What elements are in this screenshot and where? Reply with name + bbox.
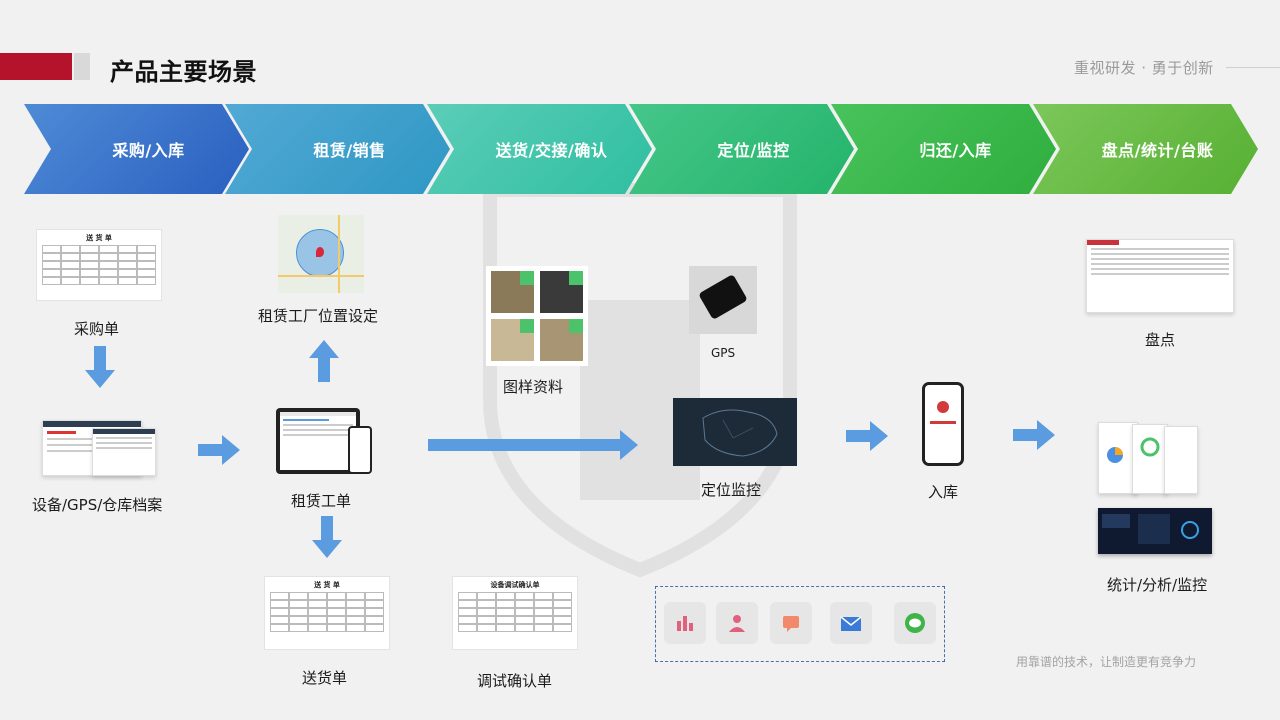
location-monitoring-label: 定位监控 bbox=[701, 481, 762, 499]
notification-channels-box bbox=[655, 586, 945, 662]
arrow-right-icon bbox=[1013, 420, 1055, 450]
wechat-icon bbox=[894, 602, 936, 644]
lease-phone bbox=[348, 426, 372, 474]
header-accent-bar bbox=[0, 53, 72, 80]
sample-photo bbox=[491, 271, 534, 313]
lease-work-order-label: 租赁工单 bbox=[291, 492, 352, 510]
user-icon bbox=[716, 602, 758, 644]
arrow-right-long-icon bbox=[428, 430, 638, 460]
stock-in-phone bbox=[922, 382, 964, 466]
sample-materials-label: 图样资料 bbox=[503, 378, 564, 396]
stage-return: 归还/入库 bbox=[831, 104, 1056, 194]
return-stock-in-label: 入库 bbox=[928, 483, 959, 501]
header-accent-bar-grey bbox=[74, 53, 90, 80]
delivery-note-label: 送货单 bbox=[302, 669, 348, 687]
delivery-note-thumbnail: 送 货 单 bbox=[264, 576, 390, 650]
debug-confirmation-label: 调试确认单 bbox=[477, 672, 553, 690]
archive-screen-2 bbox=[92, 428, 156, 476]
header-divider bbox=[1226, 67, 1280, 68]
debug-confirmation-doc-title: 设备调试确认单 bbox=[490, 581, 540, 589]
stage-location: 定位/监控 bbox=[629, 104, 854, 194]
purchase-order-thumbnail: 送 货 单 bbox=[36, 229, 162, 301]
stage-lease: 租赁/销售 bbox=[225, 104, 450, 194]
debug-confirmation-thumbnail: 设备调试确认单 bbox=[452, 576, 578, 650]
delivery-note-doc-title: 送 货 单 bbox=[314, 581, 340, 589]
equipment-archive-label: 设备/GPS/仓库档案 bbox=[32, 496, 163, 514]
location-monitoring-map bbox=[673, 398, 797, 466]
stats-screen-3 bbox=[1164, 426, 1198, 494]
arrow-up-icon bbox=[309, 340, 339, 382]
sample-photo bbox=[540, 271, 583, 313]
stats-analysis-label: 统计/分析/监控 bbox=[1107, 576, 1208, 594]
lease-tablet bbox=[276, 408, 360, 474]
sample-materials-thumbnail bbox=[486, 266, 588, 366]
bar-chart-icon bbox=[664, 602, 706, 644]
stats-screen-1 bbox=[1098, 422, 1138, 494]
stats-screen-2 bbox=[1132, 424, 1168, 494]
gps-label: GPS bbox=[711, 346, 736, 360]
footer-slogan: 用靠谱的技术，让制造更有竞争力 bbox=[1016, 655, 1197, 669]
arrow-right-icon bbox=[198, 435, 240, 465]
stage-inventory: 盘点/统计/台账 bbox=[1033, 104, 1258, 194]
factory-map-thumbnail bbox=[278, 215, 364, 293]
purchase-order-doc-title: 送 货 单 bbox=[86, 234, 112, 242]
stage-purchase: 采购/入库 bbox=[24, 104, 249, 194]
arrow-right-icon bbox=[846, 421, 888, 451]
gps-device-image bbox=[689, 266, 757, 334]
arrow-down-icon bbox=[85, 346, 115, 388]
stage-delivery: 送货/交接/确认 bbox=[427, 104, 652, 194]
inventory-label: 盘点 bbox=[1145, 331, 1176, 349]
message-icon bbox=[770, 602, 812, 644]
page-title: 产品主要场景 bbox=[110, 58, 257, 86]
factory-location-label: 租赁工厂位置设定 bbox=[258, 307, 379, 325]
stats-dashboard-dark bbox=[1098, 508, 1212, 554]
arrow-down-icon bbox=[312, 516, 342, 558]
purchase-order-label: 采购单 bbox=[74, 320, 120, 338]
inventory-screen bbox=[1086, 239, 1234, 313]
header-slogan: 重视研发 · 勇于创新 bbox=[1074, 59, 1214, 77]
mail-icon bbox=[830, 602, 872, 644]
sample-photo bbox=[540, 319, 583, 361]
sample-photo bbox=[491, 319, 534, 361]
